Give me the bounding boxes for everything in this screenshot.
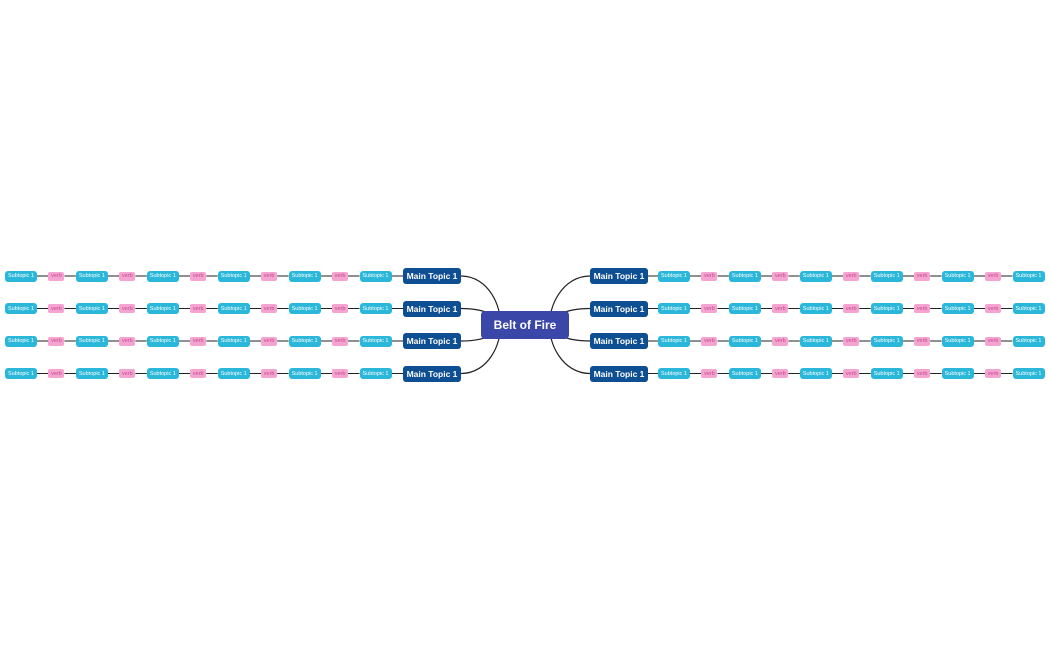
verb-label[interactable]: verb bbox=[701, 271, 718, 281]
verb-label[interactable]: verb bbox=[190, 369, 207, 378]
verb-label[interactable]: verb bbox=[701, 369, 718, 378]
verb-label[interactable]: verb bbox=[701, 304, 718, 313]
subtopic[interactable]: Subtopic 1 bbox=[75, 303, 108, 314]
verb-label[interactable]: verb bbox=[332, 336, 349, 346]
verb-label[interactable]: verb bbox=[914, 304, 931, 313]
subtopic[interactable]: Subtopic 1 bbox=[359, 368, 392, 379]
subtopic[interactable]: Subtopic 1 bbox=[1012, 335, 1045, 347]
subtopic[interactable]: Subtopic 1 bbox=[658, 335, 690, 347]
subtopic[interactable]: Subtopic 1 bbox=[728, 335, 761, 347]
verb-label[interactable]: verb bbox=[48, 336, 65, 346]
verb-label[interactable]: verb bbox=[261, 304, 278, 313]
subtopic[interactable]: Subtopic 1 bbox=[288, 368, 321, 379]
verb-label[interactable]: verb bbox=[843, 271, 860, 281]
subtopic[interactable]: Subtopic 1 bbox=[941, 303, 974, 314]
subtopic[interactable]: Subtopic 1 bbox=[941, 368, 974, 379]
verb-label[interactable]: verb bbox=[190, 336, 207, 346]
verb-label[interactable]: verb bbox=[48, 304, 65, 313]
subtopic[interactable]: Subtopic 1 bbox=[217, 303, 250, 314]
verb-label[interactable]: verb bbox=[985, 369, 1002, 378]
verb-label[interactable]: verb bbox=[772, 369, 789, 378]
subtopic[interactable]: Subtopic 1 bbox=[5, 335, 37, 347]
subtopic[interactable]: Subtopic 1 bbox=[658, 368, 690, 379]
subtopic[interactable]: Subtopic 1 bbox=[870, 303, 903, 314]
verb-label[interactable]: verb bbox=[332, 304, 349, 313]
subtopic[interactable]: Subtopic 1 bbox=[1012, 368, 1045, 379]
subtopic[interactable]: Subtopic 1 bbox=[941, 335, 974, 347]
verb-label[interactable]: verb bbox=[914, 336, 931, 346]
subtopic[interactable]: Subtopic 1 bbox=[217, 335, 250, 347]
verb-label[interactable]: verb bbox=[261, 271, 278, 281]
main-topic[interactable]: Main Topic 1 bbox=[403, 333, 461, 349]
central-topic[interactable]: Belt of Fire bbox=[481, 311, 569, 339]
subtopic[interactable]: Subtopic 1 bbox=[359, 335, 392, 347]
subtopic[interactable]: Subtopic 1 bbox=[75, 368, 108, 379]
main-topic[interactable]: Main Topic 1 bbox=[403, 365, 461, 382]
main-topic[interactable]: Main Topic 1 bbox=[590, 300, 648, 317]
subtopic[interactable]: Subtopic 1 bbox=[75, 335, 108, 347]
main-topic[interactable]: Main Topic 1 bbox=[403, 300, 461, 317]
subtopic[interactable]: Subtopic 1 bbox=[870, 368, 903, 379]
subtopic[interactable]: Subtopic 1 bbox=[799, 335, 832, 347]
verb-label[interactable]: verb bbox=[843, 369, 860, 378]
subtopic[interactable]: Subtopic 1 bbox=[799, 368, 832, 379]
subtopic[interactable]: Subtopic 1 bbox=[288, 335, 321, 347]
main-topic[interactable]: Main Topic 1 bbox=[590, 268, 648, 284]
verb-label[interactable]: verb bbox=[48, 369, 65, 378]
subtopic[interactable]: Subtopic 1 bbox=[75, 270, 108, 282]
subtopic[interactable]: Subtopic 1 bbox=[728, 270, 761, 282]
subtopic[interactable]: Subtopic 1 bbox=[1012, 303, 1045, 314]
subtopic[interactable]: Subtopic 1 bbox=[359, 303, 392, 314]
subtopic[interactable]: Subtopic 1 bbox=[288, 270, 321, 282]
subtopic[interactable]: Subtopic 1 bbox=[146, 270, 179, 282]
subtopic[interactable]: Subtopic 1 bbox=[146, 335, 179, 347]
verb-label[interactable]: verb bbox=[119, 336, 136, 346]
verb-label[interactable]: verb bbox=[119, 369, 136, 378]
subtopic[interactable]: Subtopic 1 bbox=[658, 270, 690, 282]
subtopic[interactable]: Subtopic 1 bbox=[799, 270, 832, 282]
subtopic[interactable]: Subtopic 1 bbox=[217, 368, 250, 379]
main-topic[interactable]: Main Topic 1 bbox=[403, 268, 461, 284]
subtopic[interactable]: Subtopic 1 bbox=[728, 303, 761, 314]
verb-label[interactable]: verb bbox=[985, 336, 1002, 346]
subtopic[interactable]: Subtopic 1 bbox=[288, 303, 321, 314]
subtopic[interactable]: Subtopic 1 bbox=[217, 270, 250, 282]
subtopic[interactable]: Subtopic 1 bbox=[5, 303, 37, 314]
subtopic[interactable]: Subtopic 1 bbox=[5, 270, 37, 282]
verb-label[interactable]: verb bbox=[914, 271, 931, 281]
verb-label[interactable]: verb bbox=[332, 369, 349, 378]
main-topic[interactable]: Main Topic 1 bbox=[590, 365, 648, 382]
verb-label[interactable]: verb bbox=[190, 271, 207, 281]
subtopic[interactable]: Subtopic 1 bbox=[359, 270, 392, 282]
verb-label[interactable]: verb bbox=[332, 271, 349, 281]
verb-label[interactable]: verb bbox=[701, 336, 718, 346]
verb-label[interactable]: verb bbox=[119, 304, 136, 313]
verb-label[interactable]: verb bbox=[261, 336, 278, 346]
verb-label[interactable]: verb bbox=[190, 304, 207, 313]
main-topic[interactable]: Main Topic 1 bbox=[590, 333, 648, 349]
subtopic[interactable]: Subtopic 1 bbox=[5, 368, 37, 379]
subtopic[interactable]: Subtopic 1 bbox=[1012, 270, 1045, 282]
verb-label[interactable]: verb bbox=[772, 271, 789, 281]
subtopic[interactable]: Subtopic 1 bbox=[941, 270, 974, 282]
verb-label[interactable]: verb bbox=[772, 304, 789, 313]
verb-label[interactable]: verb bbox=[985, 304, 1002, 313]
subtopic[interactable]: Subtopic 1 bbox=[799, 303, 832, 314]
subtopic[interactable]: Subtopic 1 bbox=[728, 368, 761, 379]
verb-label[interactable]: verb bbox=[772, 336, 789, 346]
subtopic[interactable]: Subtopic 1 bbox=[146, 303, 179, 314]
subtopic[interactable]: Subtopic 1 bbox=[146, 368, 179, 379]
verb-label[interactable]: verb bbox=[914, 369, 931, 378]
verb-label[interactable]: verb bbox=[48, 271, 65, 281]
verb-label[interactable]: verb bbox=[261, 369, 278, 378]
verb-label[interactable]: verb bbox=[843, 304, 860, 313]
verb-label[interactable]: verb bbox=[985, 271, 1002, 281]
subtopic[interactable]: Subtopic 1 bbox=[870, 335, 903, 347]
verb-label[interactable]: verb bbox=[119, 271, 136, 281]
subtopic[interactable]: Subtopic 1 bbox=[870, 270, 903, 282]
subtopic[interactable]: Subtopic 1 bbox=[658, 303, 690, 314]
verb-label[interactable]: verb bbox=[843, 336, 860, 346]
